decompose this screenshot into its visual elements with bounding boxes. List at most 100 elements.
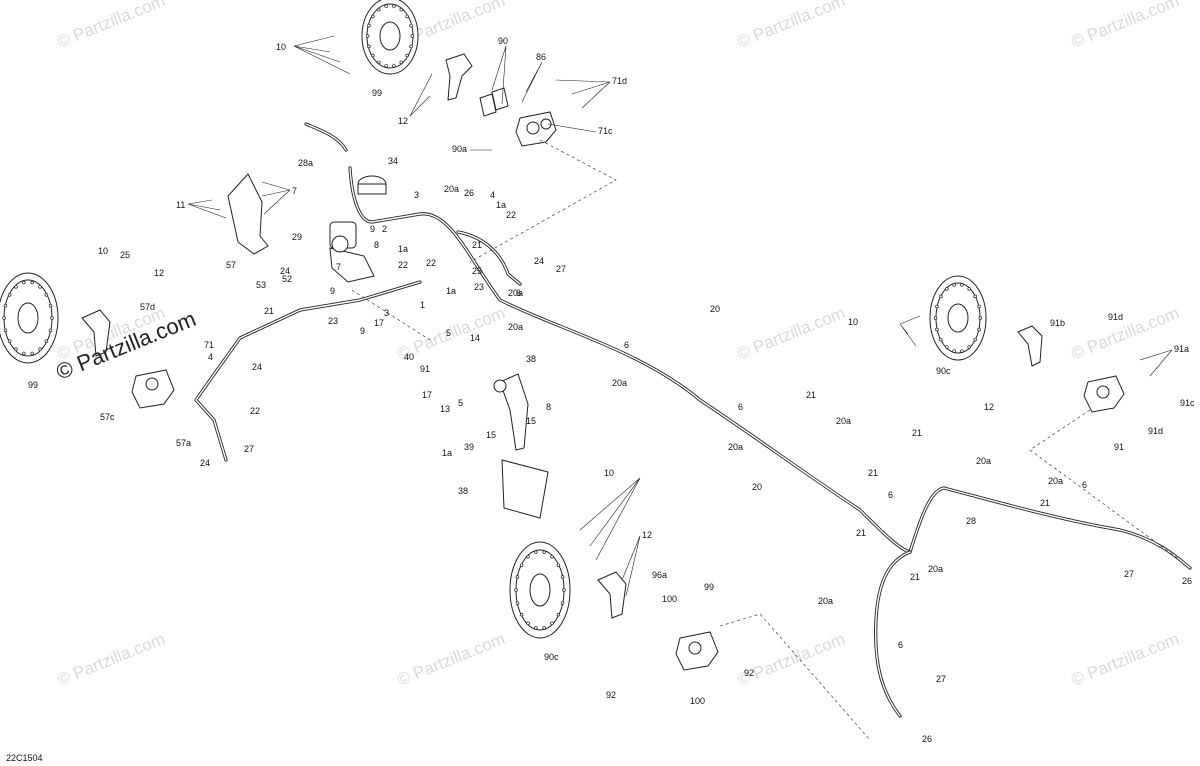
callout-label: 99 [704,582,714,592]
callout-label: 25 [472,266,482,276]
disc-hole [945,287,949,291]
callout-label: 21 [806,390,816,400]
callout-label: 91d [1148,426,1163,436]
callout-label: 22 [398,260,408,270]
callout-label: 57c [100,412,115,422]
callout-label: 21 [868,468,878,478]
disc-hole [7,339,12,343]
brake-pedal [493,373,549,519]
callout-label: 52 [282,274,292,284]
disc-hole [399,7,403,12]
caliper-rear-right [1083,375,1125,413]
disc-hole [384,4,388,8]
callout-label: 8 [374,240,379,250]
disc-hole [377,7,381,12]
disc-hole [48,328,53,333]
callout-label: 20a [444,184,459,194]
callout-label: 100 [662,594,677,604]
callout-label: 27 [244,444,254,454]
brake-disc-front-top [361,0,419,75]
callout-label: 92 [744,668,754,678]
reservoir [357,175,387,195]
callout-label: 20a [612,378,627,388]
callout-label: 10 [604,468,614,478]
watermark-text: © Partzilla.com [734,0,847,52]
callout-label: 22 [506,210,516,220]
disc-hole [22,280,26,285]
callout-label: 1a [398,244,408,254]
disc-hole [515,575,520,579]
callout-label: 27 [936,674,946,684]
disc-hole [967,287,971,291]
callout-label: 39 [464,442,474,452]
disc-hole [371,14,375,19]
callout-label: 1a [442,448,452,458]
leader-lines [187,35,1173,597]
disc-hole [542,550,546,554]
caliper-bracket-rear-right [1017,325,1043,367]
callout-label: 26 [1182,576,1192,586]
callout-label: 7 [292,186,297,196]
callout-label: 6 [738,402,743,412]
caliper-front-top [515,111,557,147]
caliper-bracket-rear-bottom [597,571,627,619]
brake-lines [194,122,1192,718]
watermark-text: © Partzilla.com [394,629,507,690]
disc-hole [534,626,538,630]
callout-label: 10 [848,317,858,327]
disc-hole [560,601,565,605]
callout-label: 5 [458,398,463,408]
disc-hole [514,588,518,592]
disc-hole [14,285,18,289]
disc-hole [542,626,546,630]
callout-label: 27 [556,264,566,274]
callout-label: 9 [370,224,375,234]
callout-label: 38 [526,354,536,364]
disc-hole [515,601,520,605]
brake-pads-front-top [479,87,509,117]
disc-hole [519,563,524,568]
master-cylinder [329,221,375,283]
callout-label: 90a [452,144,467,154]
callout-label: 26 [464,188,474,198]
disc-hole [550,621,554,626]
disc-hole [945,345,949,349]
disc-hole [44,339,49,343]
watermark-text: © Partzilla.com [54,0,167,52]
callout-label: 12 [154,268,164,278]
callout-label: 20a [818,596,833,606]
caliper-front-left [131,369,175,409]
disc-hole [526,621,530,626]
drawing-code: 22C1504 [6,753,43,763]
disc-hole [371,53,375,58]
callout-label: 21 [910,572,920,582]
callout-label: 6 [1082,480,1087,490]
disc-hole [410,34,415,38]
callout-label: 53 [256,280,266,290]
callout-label: 20a [836,416,851,426]
disc-hole [939,294,943,299]
callout-label: 71 [204,340,214,350]
callout-label: 22 [426,258,436,268]
callout-label: 3 [414,190,419,200]
callout-label: 17 [374,318,384,328]
callout-label: 24 [280,266,290,276]
disc-hole [377,60,381,65]
callout-label: 20 [710,304,720,314]
callout-label: 28a [298,158,313,168]
disc-hole [409,44,413,49]
callout-label: 20a [976,456,991,466]
callout-label: 100 [690,696,705,706]
callout-label: 3 [384,308,389,318]
callout-label: 99 [28,380,38,390]
callout-label: 1a [446,286,456,296]
disc-hole [550,554,554,559]
callout-label: 20a [728,442,743,452]
watermark-text: © Partzilla.com [1068,629,1181,690]
disc-hole [973,294,977,299]
disc-hole [556,563,561,568]
disc-hole [3,328,8,333]
callout-label: 20a [928,564,943,574]
callout-label: 10 [98,246,108,256]
callout-label: 7 [336,262,341,272]
